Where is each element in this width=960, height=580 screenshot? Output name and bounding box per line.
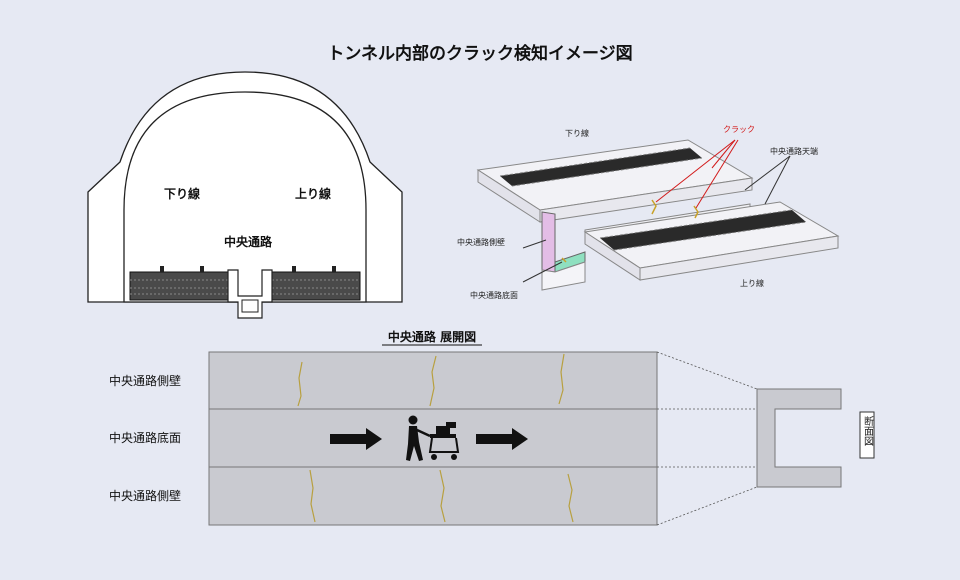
crack-iso-2 (693, 205, 699, 219)
inspector-with-cart-icon (406, 415, 460, 461)
tunnel-inner-lining (123, 91, 367, 303)
diagram-title: トンネル内部のクラック検知イメージ図 (327, 43, 632, 64)
iso-label-floor: 中央通路底面 (470, 290, 518, 300)
iso-label-up-line: 上り線 (740, 278, 764, 288)
tunnel-cross-section: 下り線 上り線 中央通路 (87, 71, 403, 319)
crack-top-1 (297, 361, 303, 407)
crack-iso-3 (561, 257, 567, 263)
row-label-side-wall-top: 中央通路側壁 (109, 373, 181, 388)
passage-section-shape (756, 388, 842, 488)
up-line-track (600, 210, 806, 250)
crack-bottom-3 (567, 473, 574, 523)
passage-side-wall (541, 211, 556, 273)
arrow-right-1 (330, 428, 382, 450)
development-view: 中央通路 展開図 中央通路側壁 中央通路底面 中央通路側壁 (109, 329, 875, 526)
iso-label-ceiling: 中央通路天端 (770, 146, 818, 156)
iso-label-down-line: 下り線 (565, 128, 589, 138)
arrow-right-2 (476, 428, 528, 450)
ballast-right (271, 271, 361, 301)
panel-side-wall-bottom (208, 466, 658, 526)
iso-label-side-wall: 中央通路側壁 (457, 237, 505, 247)
crack-bottom-2 (439, 469, 446, 523)
down-line-track (500, 148, 702, 186)
row-label-floor: 中央通路底面 (109, 430, 181, 445)
crack-iso-1 (651, 199, 657, 215)
row-label-side-wall-bottom: 中央通路側壁 (109, 488, 181, 503)
central-passage-trench (227, 269, 273, 319)
label-down-line: 下り線 (164, 186, 200, 201)
section-label: 断面図 (862, 415, 874, 446)
crack-top-2 (429, 355, 437, 407)
ballast-left (129, 271, 229, 301)
iso-label-crack: クラック (723, 125, 755, 134)
crack-top-3 (558, 353, 565, 405)
isometric-view: 下り線 上り線 クラック 中央通路天端 中央通路側壁 中央通路底面 (457, 125, 840, 300)
crack-bottom-1 (309, 469, 316, 523)
label-central-passage: 中央通路 (224, 234, 273, 249)
development-title: 中央通路 展開図 (388, 329, 476, 344)
label-up-line: 上り線 (295, 186, 331, 201)
